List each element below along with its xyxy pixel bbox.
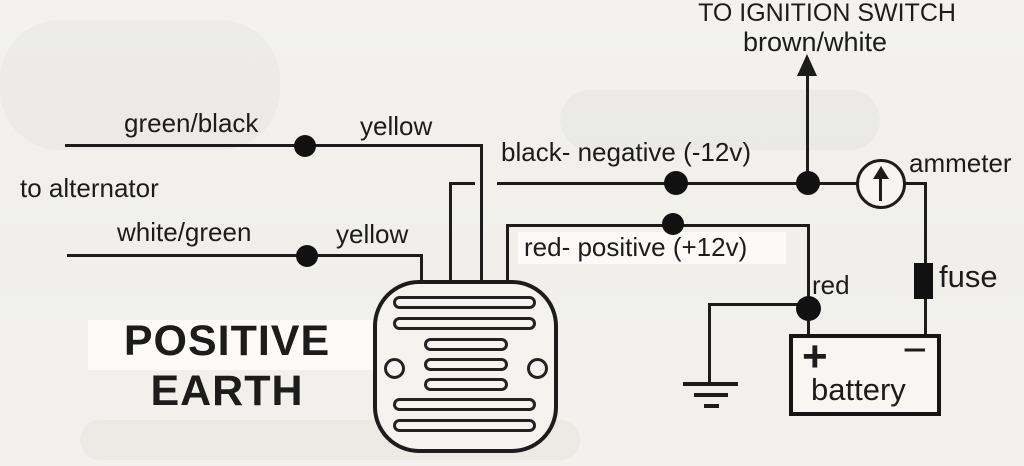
positive-earth-title: POSITIVE EARTH (77, 316, 377, 416)
yellow-top-label: yellow (360, 111, 433, 141)
battery-label: battery (811, 372, 906, 407)
wire-brown-white (806, 74, 809, 184)
ammeter-arrow-icon (879, 171, 882, 201)
wire-red-drop (807, 224, 810, 309)
battery-minus-terminal: − (902, 326, 927, 373)
regulator-vent-slot (424, 378, 508, 391)
black-negative-label: black- negative (-12v) (501, 137, 751, 167)
to-alternator-label: to alternator (20, 173, 159, 203)
connector-dot-red (662, 213, 684, 235)
ground-bar-1 (683, 382, 738, 386)
connector-dot-white-green (296, 245, 318, 267)
wire-black-drop (449, 182, 452, 281)
wire-yellow-top-drop (480, 144, 483, 281)
white-green-label: white/green (117, 217, 252, 247)
regulator-mount-hole-right (527, 358, 548, 379)
regulator-vent-slot (393, 398, 536, 411)
wire-ground-h (710, 303, 809, 306)
ignition-switch-label: TO IGNITION SWITCH (698, 0, 956, 27)
wire-fuse-to-battery (924, 299, 927, 337)
fuse-label: fuse (939, 259, 998, 294)
title-line-2: EARTH (150, 367, 304, 415)
ammeter-gauge (856, 159, 906, 209)
title-line-1: POSITIVE (123, 317, 331, 365)
ammeter-label: ammeter (909, 148, 1012, 178)
connector-dot-black (664, 171, 688, 195)
ground-bar-3 (704, 404, 719, 408)
fuse-symbol (914, 263, 933, 299)
wire-black-stub (449, 182, 475, 185)
regulator-vent-slot (424, 338, 508, 351)
red-positive-label: red- positive (+12v) (524, 232, 748, 262)
yellow-bottom-label: yellow (336, 219, 409, 249)
ignition-arrow-icon (797, 54, 817, 76)
regulator-box (373, 280, 558, 453)
regulator-vent-slot (393, 296, 536, 309)
wire-ammeter-to-fuse-v (924, 182, 927, 264)
regulator-vent-slot (393, 419, 536, 432)
wire-ammeter-to-fuse-h (905, 182, 927, 185)
regulator-vent-slot (393, 317, 536, 330)
junction-dot-ignition (796, 171, 820, 195)
wire-red-rise (506, 225, 509, 281)
wire-red-to-battery (807, 309, 810, 336)
battery-plus-terminal: + (802, 332, 828, 381)
battery-box: + − battery (789, 326, 941, 416)
wire-ground-v (708, 303, 711, 383)
green-black-label: green/black (124, 108, 259, 138)
wire-white-green-yellow (67, 254, 423, 257)
junction-dot-battery-red (796, 296, 821, 321)
wire-green-black-yellow (65, 144, 483, 147)
connector-dot-green-black (294, 135, 316, 157)
regulator-mount-hole-left (384, 358, 405, 379)
ground-bar-2 (694, 393, 728, 397)
wire-red-positive (506, 224, 810, 227)
wire-yellow-bottom-drop (420, 254, 423, 281)
brown-white-label: brown/white (742, 27, 888, 57)
regulator-vent-slot (424, 358, 508, 371)
ammeter-arrow-icon (873, 166, 889, 179)
red-label: red (812, 270, 850, 300)
